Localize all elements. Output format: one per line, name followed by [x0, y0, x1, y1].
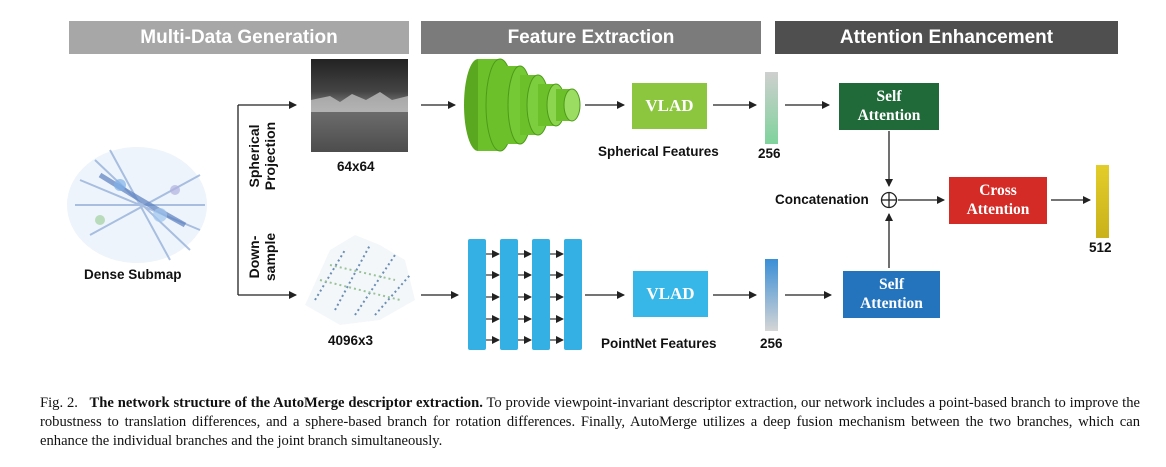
pointnet-dim-label: 256	[760, 336, 783, 351]
vlad-pointnet-box: VLAD	[633, 271, 708, 317]
pointnet-encoder-icon	[468, 239, 582, 350]
cross-attention-line2: Attention	[966, 200, 1030, 218]
pointnet-feature-vector	[765, 259, 778, 331]
spherical-dim-label: 256	[758, 146, 781, 161]
spherical-projection-label: Spherical Projection	[246, 116, 282, 196]
self-attention-bottom-box: Self Attention	[843, 271, 940, 318]
self-attention-top-line2: Attention	[857, 106, 921, 124]
downsample-label-line2: sample	[262, 232, 279, 282]
output-dim-label: 512	[1089, 240, 1112, 255]
spherical-projection-label-line2: Projection	[262, 121, 279, 191]
self-attention-top-box: Self Attention	[839, 83, 939, 130]
dense-submap-label: Dense Submap	[84, 267, 182, 282]
header-attention-enhancement: Attention Enhancement	[775, 21, 1118, 54]
spherical-projection-label-line1: Spherical	[246, 124, 262, 188]
spherical-projection-image	[311, 59, 408, 152]
concatenation-icon	[880, 191, 898, 209]
vlad-spherical-box: VLAD	[632, 83, 707, 129]
points-size-label: 4096x3	[328, 333, 374, 348]
cross-attention-line1: Cross	[979, 181, 1017, 199]
self-attention-bottom-line1: Self	[879, 275, 904, 293]
caption-body: To provide viewpoint-invariant descripto…	[40, 395, 1140, 449]
concatenation-label: Concatenation	[775, 192, 869, 207]
caption-prefix: Fig. 2.	[40, 395, 78, 411]
header-multi-data-generation: Multi-Data Generation	[69, 21, 409, 54]
downsample-label-line1: Down-	[246, 235, 262, 279]
self-attention-top-line1: Self	[876, 87, 902, 105]
downsample-label: Down- sample	[246, 217, 282, 297]
pointnet-features-label: PointNet Features	[601, 336, 717, 351]
cross-attention-box: Cross Attention	[949, 177, 1047, 224]
cnn-encoder-icon	[464, 58, 581, 152]
header-feature-extraction-label: Feature Extraction	[507, 26, 675, 48]
caption-title: The network structure of the AutoMerge d…	[89, 395, 483, 411]
spherical-features-label: Spherical Features	[598, 144, 719, 159]
vlad-pointnet-label: VLAD	[646, 283, 695, 303]
vlad-spherical-label: VLAD	[645, 95, 694, 115]
dense-submap-image	[67, 147, 207, 263]
header-feature-extraction: Feature Extraction	[421, 21, 761, 54]
downsampled-pointcloud-image	[305, 235, 415, 325]
header-multi-data-generation-label: Multi-Data Generation	[140, 26, 338, 48]
pointnet-connections	[486, 250, 564, 344]
output-descriptor-vector	[1096, 165, 1109, 238]
self-attention-bottom-line2: Attention	[860, 294, 923, 312]
header-attention-enhancement-label: Attention Enhancement	[839, 26, 1054, 48]
figure-caption: Fig. 2. The network structure of the Aut…	[40, 394, 1140, 451]
spherical-feature-vector	[765, 72, 778, 144]
sphere-size-label: 64x64	[337, 159, 375, 174]
